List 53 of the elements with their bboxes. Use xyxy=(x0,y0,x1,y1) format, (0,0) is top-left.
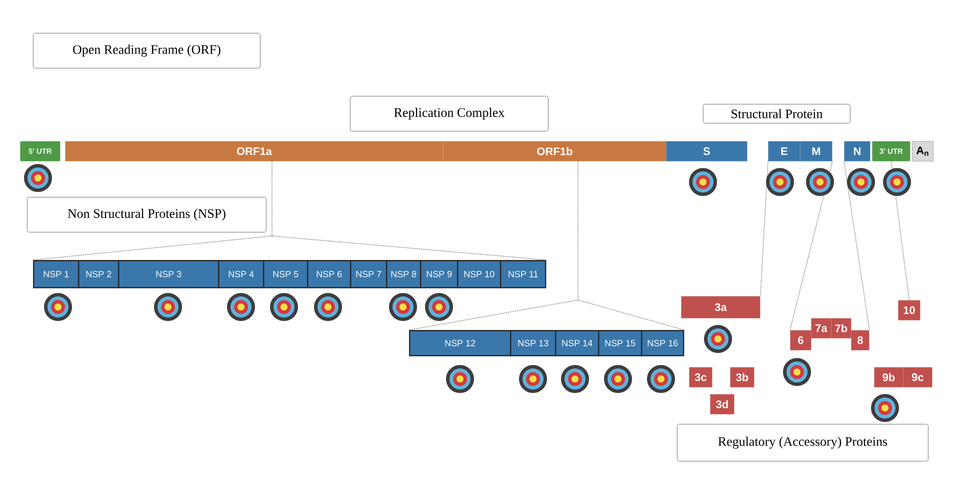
nsp-box: NSP 14 xyxy=(555,330,600,356)
accessory-box: 9b xyxy=(874,367,904,388)
node-label: 9b xyxy=(882,373,895,382)
poly-a-tail-box: A$_{n}$ xyxy=(912,141,934,162)
node-label: M xyxy=(812,147,820,155)
node-label: ORF1b xyxy=(537,147,572,156)
nsp-box: NSP 7 xyxy=(350,260,388,288)
gene-box: S xyxy=(666,141,748,162)
accessory-box: 3b xyxy=(730,367,754,388)
gene-box: E xyxy=(768,141,800,162)
accessory-box: 7a xyxy=(811,318,832,338)
nsp-box: NSP 8 xyxy=(386,260,422,288)
title-box: Replication Complex xyxy=(350,96,548,132)
nsp-box: NSP 11 xyxy=(500,260,546,288)
gene-box: M xyxy=(800,141,832,162)
connector-line xyxy=(32,236,272,260)
accessory-box: 10 xyxy=(898,300,920,320)
accessory-box: 3d xyxy=(710,394,734,414)
title-box: Non Structural Proteins (NSP) xyxy=(27,197,266,232)
nsp-box: NSP 9 xyxy=(420,260,458,288)
nsp-box: NSP 10 xyxy=(457,260,502,288)
connector-line xyxy=(844,161,870,330)
node-label: 7a xyxy=(816,324,828,332)
node-label: ORF1a xyxy=(236,147,272,156)
accessory-box: 3a xyxy=(681,296,760,318)
connector-line xyxy=(408,300,578,330)
connector-line xyxy=(790,161,833,330)
connector-line xyxy=(578,300,685,330)
nsp-box: NSP 16 xyxy=(641,330,684,356)
orf-segment: ORF1b xyxy=(443,141,666,162)
accessory-box: 6 xyxy=(790,330,812,350)
title-box: Open Reading Frame (ORF) xyxy=(33,33,260,68)
node-label: 9c xyxy=(912,373,924,382)
gene-box: N xyxy=(844,141,870,162)
node-label: 7b xyxy=(835,324,848,332)
nsp-box: NSP 6 xyxy=(307,260,352,288)
nsp-box: NSP 4 xyxy=(218,260,264,288)
accessory-box: 9c xyxy=(903,367,932,388)
accessory-box: 8 xyxy=(851,330,870,350)
node-label: E xyxy=(781,147,788,155)
nsp-box: NSP 5 xyxy=(263,260,308,288)
connector-line xyxy=(272,236,547,260)
nsp-box: NSP 13 xyxy=(510,330,556,356)
accessory-box: 3c xyxy=(689,367,712,388)
orf-segment: ORF1a xyxy=(65,141,444,162)
connector-line xyxy=(760,161,768,296)
connector-line xyxy=(890,161,910,300)
accessory-box: 7b xyxy=(831,318,852,338)
nsp-box: NSP 1 xyxy=(33,260,80,288)
nsp-box: NSP 15 xyxy=(598,330,642,356)
nsp-box: NSP 2 xyxy=(78,260,120,288)
title-box: Regulatory (Accessory) Proteins xyxy=(677,424,928,462)
title-box: Structural Protein xyxy=(703,104,850,124)
